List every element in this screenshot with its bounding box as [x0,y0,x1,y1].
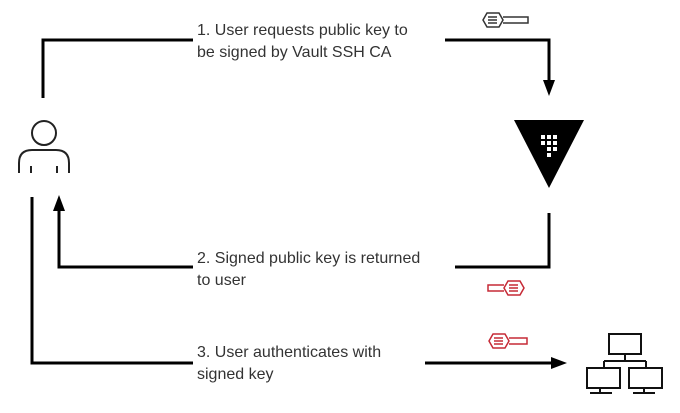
step-1-label: 1. User requests public key to be signed… [193,20,412,64]
step-3-line-2: signed key [197,366,274,383]
step-2-line-2: to user [197,272,246,289]
connector-return [57,210,551,269]
step-3-label: 3. User authenticates with signed key [193,342,386,386]
vault-triangle-icon [514,120,584,188]
step-3-line-1: 3. User authenticates with [197,344,382,361]
server-network-icon [586,333,663,394]
arrow-to-user [53,195,65,211]
signed-key-icon [487,280,525,296]
connector-request [41,38,551,98]
step-2-label: 2. Signed public key is returned to user [193,248,425,292]
arrow-to-vault [543,80,555,96]
connector-authenticate [30,197,552,365]
step-2-line-1: 2. Signed public key is returned [197,250,421,267]
step-1-line-1: 1. User requests public key to [197,22,408,39]
user-icon [18,120,70,173]
signed-key-icon-auth [488,333,528,349]
key-icon [482,12,529,28]
step-1-line-2: be signed by Vault SSH CA [197,44,392,61]
arrow-to-hosts [551,357,567,369]
